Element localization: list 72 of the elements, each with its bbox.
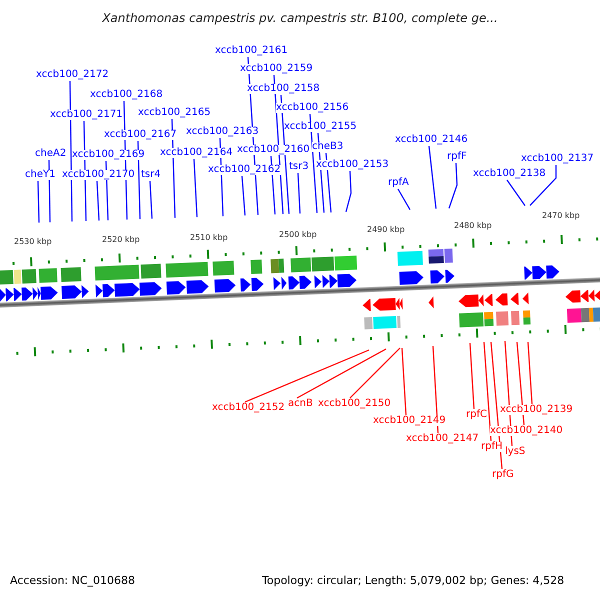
gene-label: xccb100_2156 bbox=[276, 103, 349, 113]
gene-label: xccb100_2162 bbox=[208, 165, 281, 175]
gene-label: rpfA bbox=[388, 178, 409, 188]
position-label: 2470 kbp bbox=[542, 212, 580, 220]
gene-label: xccb100_2172 bbox=[36, 70, 109, 80]
leader-line bbox=[241, 176, 246, 216]
leader-line bbox=[530, 165, 557, 206]
leader-line bbox=[483, 342, 492, 442]
gene-label: xccb100_2150 bbox=[318, 399, 391, 409]
gene-label: xccb100_2153 bbox=[316, 160, 389, 170]
gene-label: xccb100_2147 bbox=[406, 434, 479, 444]
leader-line bbox=[516, 342, 525, 426]
gene-label: xccb100_2152 bbox=[212, 403, 285, 413]
position-label: 2520 kbp bbox=[102, 236, 140, 244]
gene-label: acnB bbox=[288, 399, 313, 409]
gene-label: xccb100_2164 bbox=[160, 148, 233, 158]
gene-label: xccb100_2146 bbox=[395, 135, 468, 145]
leader-line bbox=[506, 180, 526, 206]
leader-line bbox=[296, 348, 386, 399]
leader-line bbox=[193, 158, 198, 218]
gene-label: xccb100_2161 bbox=[215, 46, 288, 56]
gene-label: xccb100_2155 bbox=[284, 122, 357, 132]
gene-label: xccb100_2160 bbox=[237, 145, 310, 155]
gene-label: xccb100_2139 bbox=[500, 405, 573, 415]
gene-label: cheY1 bbox=[25, 170, 56, 180]
leader-line bbox=[149, 180, 153, 219]
position-label: 2500 kbp bbox=[279, 231, 317, 239]
leader-line bbox=[96, 180, 100, 221]
leader-line bbox=[137, 140, 141, 220]
gene-label: xccb100_2169 bbox=[72, 150, 145, 160]
leader-line bbox=[345, 170, 352, 212]
gene-label: tsr4 bbox=[141, 170, 161, 180]
leader-line bbox=[350, 348, 400, 398]
gene-label: xccb100_2158 bbox=[247, 84, 320, 94]
genome-summary: Topology: circular; Length: 5,079,002 bp; Genes: 4,528 bbox=[262, 575, 564, 586]
gene-label: xccb100_2149 bbox=[373, 416, 446, 426]
gene-label: rpfF bbox=[447, 152, 467, 162]
gene-label: xccb100_2159 bbox=[240, 64, 313, 74]
leader-line bbox=[244, 349, 370, 403]
accession-label: Accession: NC_010688 bbox=[10, 575, 136, 586]
position-label: 2480 kbp bbox=[454, 222, 492, 230]
leader-line bbox=[397, 188, 411, 210]
gene-label: xccb100_2168 bbox=[90, 90, 163, 100]
gene-label: xccb100_2170 bbox=[62, 170, 135, 180]
leader-line bbox=[527, 342, 533, 404]
leader-line bbox=[448, 162, 458, 208]
leader-line bbox=[432, 346, 439, 434]
gene-label: xccb100_2138 bbox=[473, 169, 546, 179]
leader-line bbox=[105, 160, 109, 220]
gene-label: xccb100_2165 bbox=[138, 108, 211, 118]
gene-label: rpfH bbox=[481, 442, 502, 452]
leader-line bbox=[37, 180, 40, 223]
gene-label: xccb100_2137 bbox=[521, 154, 594, 164]
gene-label: xccb100_2167 bbox=[104, 130, 177, 140]
gene-label: lysS bbox=[505, 447, 526, 457]
gene-label: rpfC bbox=[466, 410, 487, 420]
gene-label: rpfG bbox=[492, 470, 514, 480]
gene-label: cheB3 bbox=[312, 142, 344, 152]
gene-label: xccb100_2171 bbox=[50, 110, 123, 120]
leader-line bbox=[469, 342, 475, 410]
gene-label: xccb100_2140 bbox=[490, 426, 563, 436]
leader-line bbox=[309, 114, 318, 213]
position-label: 2490 kbp bbox=[367, 226, 405, 234]
leader-line bbox=[297, 172, 301, 214]
position-label: 2510 kbp bbox=[190, 234, 228, 242]
gene-label: tsr3 bbox=[289, 162, 309, 172]
leader-line bbox=[401, 348, 407, 416]
position-label: 2530 kbp bbox=[14, 238, 52, 246]
gene-label: cheA2 bbox=[35, 149, 66, 159]
leader-line bbox=[428, 146, 437, 209]
gene-label: xccb100_2163 bbox=[186, 127, 259, 137]
leader-line bbox=[490, 342, 503, 470]
